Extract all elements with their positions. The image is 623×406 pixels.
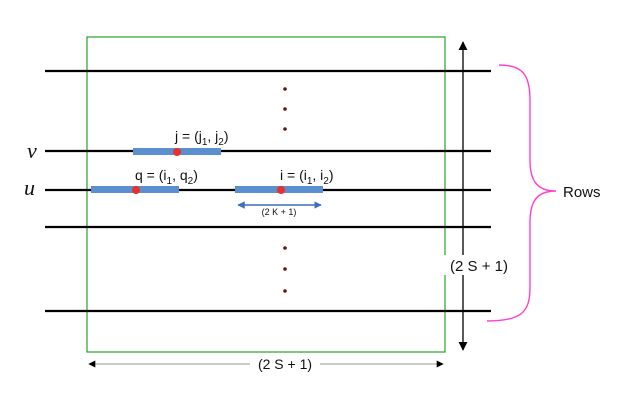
point-q [132,186,140,194]
rows-label: Rows [563,184,601,201]
point-i [277,186,285,194]
rows-brace [486,64,557,322]
horizontal-extent-label: (2 S + 1) [258,356,312,372]
row-label-u: u [24,175,35,200]
search-window-box [86,36,446,353]
window-width-label: (2 K + 1) [262,207,297,217]
vertical-extent-label: (2 S + 1) [450,258,508,275]
horizontal-extent-label-bg [250,355,320,373]
label-point-i: i = (i1, i2) [280,167,334,187]
vertical-extent-label-bg [443,255,515,275]
ellipsis-top [283,87,287,131]
label-point-j: j = (j1, j2) [174,128,229,148]
label-point-q: q = (i1, q2) [135,167,198,187]
row-label-v: v [27,138,37,163]
ellipsis-bottom [283,246,287,293]
point-j [173,148,181,156]
